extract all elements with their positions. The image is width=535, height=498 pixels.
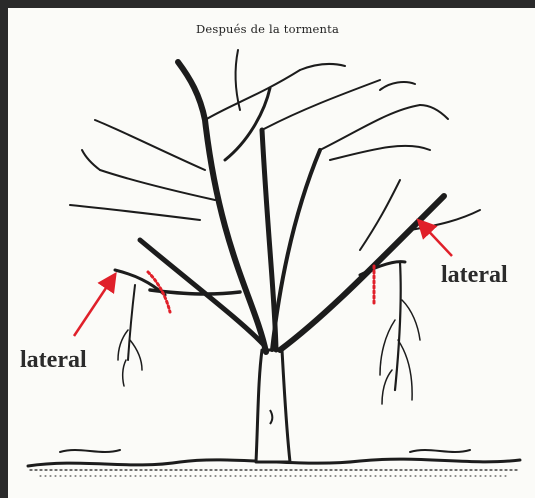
right-lateral-branch (360, 262, 420, 404)
lateral-label-left: lateral (20, 347, 87, 374)
lateral-label-right: lateral (441, 262, 508, 289)
left-lateral-branch (115, 270, 165, 386)
arrow-left (74, 276, 114, 336)
main-branches (140, 62, 444, 352)
tree-trunk (256, 350, 290, 462)
arrow-right (420, 222, 452, 256)
